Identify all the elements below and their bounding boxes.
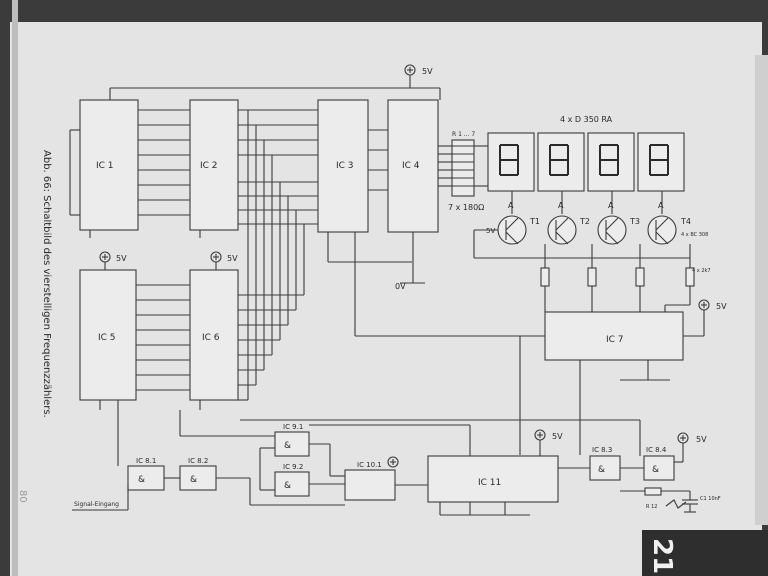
ic7-label: IC 7 — [606, 335, 624, 345]
svg-text:T3: T3 — [629, 217, 640, 226]
ic4-label: IC 4 — [402, 161, 420, 171]
ic10-1-label: IC 10.1 — [357, 461, 382, 469]
resistor-array-r1-7: R 1 ... 7 7 x 180Ω — [438, 131, 490, 212]
supply-5v-top: 5V — [110, 64, 440, 89]
ic8-4-label: IC 8.4 — [646, 446, 667, 454]
supply-5v-ic10 — [387, 456, 399, 468]
ic9-1-label: IC 9.1 — [283, 423, 303, 431]
supply-5v-ic7: 5V — [683, 299, 727, 337]
svg-text:&: & — [284, 481, 291, 491]
svg-text:5V: 5V — [716, 302, 727, 311]
control-logic-wiring — [72, 400, 644, 516]
ic9-1-gate — [274, 431, 310, 457]
page-tab — [755, 55, 768, 525]
ic1-chip — [79, 99, 139, 231]
ic1-label: IC 1 — [96, 161, 114, 171]
svg-text:A: A — [558, 201, 564, 210]
display-4 — [637, 132, 685, 192]
display-3 — [587, 132, 635, 192]
ic3-chip — [317, 99, 369, 233]
svg-text:5V: 5V — [227, 254, 238, 263]
supply-5v-ic5: 5V — [99, 251, 127, 270]
svg-text:4 x 2k7: 4 x 2k7 — [692, 268, 711, 274]
ic9-2-label: IC 9.2 — [283, 463, 303, 471]
supply-label-top: 5V — [422, 67, 433, 76]
supply-5v-ic11: 5V — [534, 429, 563, 456]
ic8-3-label: IC 8.3 — [592, 446, 612, 454]
ic6-chip — [189, 269, 239, 401]
bcd-bus-wiring — [99, 110, 305, 410]
svg-text:R 12: R 12 — [646, 504, 657, 510]
display-label: 4 x D 350 RA — [560, 115, 613, 124]
page-number: 21 — [647, 538, 677, 574]
svg-text:&: & — [284, 441, 291, 451]
ic8-2-label: IC 8.2 — [188, 457, 208, 465]
ic2-label: IC 2 — [200, 161, 218, 171]
figure-caption: Abb. 66: Schaltbild des vierstelligen Fr… — [41, 150, 52, 418]
ic11-label: IC 11 — [478, 478, 501, 488]
svg-text:T4: T4 — [680, 217, 691, 226]
ic2-chip — [189, 99, 239, 231]
svg-text:A: A — [508, 201, 514, 210]
svg-text:A: A — [608, 201, 614, 210]
svg-text:&: & — [652, 465, 659, 475]
display-2 — [537, 132, 585, 192]
svg-text:R 1 ... 7: R 1 ... 7 — [452, 131, 475, 138]
ic6-label: IC 6 — [202, 333, 220, 343]
ic9-2-gate — [274, 471, 310, 497]
ic10-1-flipflop — [344, 469, 396, 501]
svg-text:&: & — [138, 475, 145, 485]
resistor-array-label: 7 x 180Ω — [448, 203, 484, 212]
ground-label: 0V — [395, 282, 406, 291]
ic11-chip — [427, 455, 559, 503]
ic8-1-gate — [127, 465, 165, 491]
svg-text:5V: 5V — [116, 254, 127, 263]
signal-input-label: Signal-Eingang — [74, 501, 119, 508]
supply-5v-ic6: 5V — [210, 251, 238, 270]
ic1-ic2-wiring — [69, 88, 441, 284]
rc-network: R 12 C1 10nF — [620, 487, 721, 513]
ic7-chip — [544, 311, 684, 361]
svg-text:T1: T1 — [529, 217, 540, 226]
svg-text:5V: 5V — [696, 435, 707, 444]
svg-text:T2: T2 — [579, 217, 590, 226]
svg-text:5V: 5V — [486, 227, 495, 235]
svg-text:5V: 5V — [552, 432, 563, 441]
ic3-label: IC 3 — [336, 161, 354, 171]
transistor-type: 4 x BC 308 — [681, 232, 708, 238]
ic8-1-label: IC 8.1 — [136, 457, 156, 465]
transistors — [473, 215, 690, 259]
seven-segment-displays — [487, 132, 685, 214]
base-resistors — [540, 244, 695, 312]
display-1 — [487, 132, 535, 192]
ic5-chip — [79, 269, 137, 401]
page-edge — [12, 0, 18, 576]
supply-5v-ic8-4: 5V — [674, 432, 707, 463]
svg-text:C1 10nF: C1 10nF — [700, 496, 721, 502]
svg-text:&: & — [190, 475, 197, 485]
ic5-label: IC 5 — [98, 333, 116, 343]
ic4-chip — [387, 99, 439, 233]
side-page-number: 80 — [17, 490, 28, 503]
svg-text:A: A — [658, 201, 664, 210]
page-number-badge: 21 — [642, 530, 768, 576]
ic7-wiring — [327, 232, 670, 455]
ic8-2-gate — [179, 465, 217, 491]
svg-text:&: & — [598, 465, 605, 475]
